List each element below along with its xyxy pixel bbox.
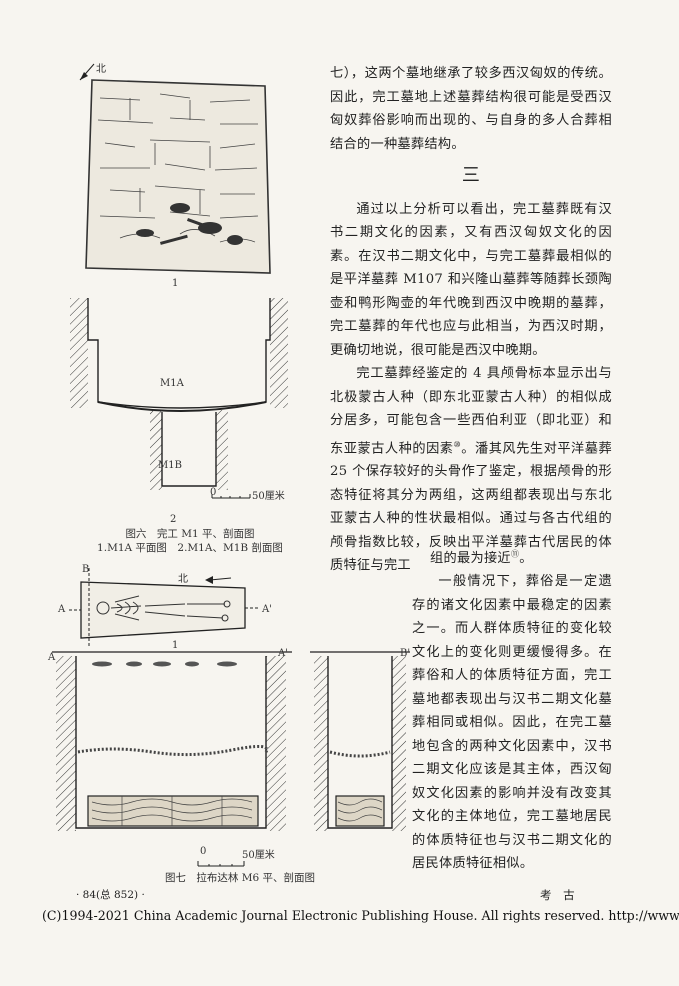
journal-name: 考 古 xyxy=(540,888,579,902)
note-ref-10: ⑩ xyxy=(453,439,462,449)
figure-7-north-label: 北 xyxy=(178,574,188,585)
figure-7-sub-1: 1 xyxy=(172,640,179,651)
figure-6-section xyxy=(70,298,288,499)
paragraph-3-cont: 。潘其风先生对平洋墓葬 25 个保存较好的头骨作了鉴定，根据颅骨的形态特征将其分… xyxy=(330,440,612,574)
figure-7-label-b-prime: B' xyxy=(400,648,411,659)
figure-7-caption: 图七 拉布达林 M6 平、剖面图 xyxy=(164,872,316,884)
copyright-line: (C)1994-2021 China Academic Journal Elec… xyxy=(42,908,679,923)
figure-6-caption-2: 1.M1A 平面图 2.M1A、M1B 剖面图 xyxy=(97,542,283,554)
figure-6-scale-text: 50厘米 xyxy=(252,491,285,502)
figure-6-caption-1: 图六 完工 M1 平、剖面图 xyxy=(125,528,255,540)
figure-7-label-a-prime-plan: A' xyxy=(262,604,272,615)
section-number: 三 xyxy=(461,165,481,186)
right-column: 七），这两个墓地继承了较多西汉匈奴的传统。因此，完工墓地上述墓葬结构很可能是受西… xyxy=(330,62,612,578)
figure-6-sub-2: 2 xyxy=(170,514,177,525)
figure-7-label-b: B xyxy=(82,564,90,575)
paragraph-2: 通过以上分析可以看出，完工墓葬既有汉书二期文化的因素，又有西汉匈奴文化的因素。在… xyxy=(330,201,612,358)
figure-7-section-bb xyxy=(310,651,410,831)
lower-column: 一般情况下，葬俗是一定遗存的诸文化因素中最稳定的因素之一。而人群体质特征的变化较… xyxy=(412,570,612,876)
figure-7-section-aa xyxy=(52,651,292,831)
page-number: · 84(总 852) · xyxy=(76,889,145,901)
figure-6-north-label: 北 xyxy=(96,64,106,75)
figure-7-scale-bar xyxy=(197,861,245,867)
paragraph-3-tail-end: 。 xyxy=(519,551,533,566)
paragraph-3: 完工墓葬经鉴定的 4 具颅骨标本显示出与北极蒙古人种（即东北亚蒙古人种）的相似成… xyxy=(330,362,612,578)
paragraph-3-text: 完工墓葬经鉴定的 4 具颅骨标本显示出与北极蒙古人种（即东北亚蒙古人种）的相似成… xyxy=(330,366,612,456)
figure-7-scale-zero: 0 xyxy=(200,846,207,857)
figure-7-scale-text: 50厘米 xyxy=(242,850,275,861)
note-ref-11: ⑪ xyxy=(510,549,520,559)
figure-6-label-m1b: M1B xyxy=(158,460,182,471)
paragraph-1: 七），这两个墓地继承了较多西汉匈奴的传统。因此，完工墓地上述墓葬结构很可能是受西… xyxy=(330,66,612,152)
figure-7-plan xyxy=(69,568,259,648)
figure-7-label-a-prime: A' xyxy=(278,648,288,659)
figure-6-plan xyxy=(79,63,271,274)
figure-6-scale-zero: 0 xyxy=(210,487,217,498)
figure-6-sub-1: 1 xyxy=(172,278,179,289)
paragraph-4: 一般情况下，葬俗是一定遗存的诸文化因素中最稳定的因素之一。而人群体质特征的变化较… xyxy=(412,574,612,871)
paragraph-3-tail: 组的最为接近⑪。 xyxy=(430,547,533,566)
figure-7-label-a-plan: A xyxy=(58,604,66,615)
figure-6-label-m1a: M1A xyxy=(160,378,184,389)
paragraph-3-tail-text: 组的最为接近 xyxy=(430,551,511,566)
figure-7-label-a: A xyxy=(48,652,56,663)
